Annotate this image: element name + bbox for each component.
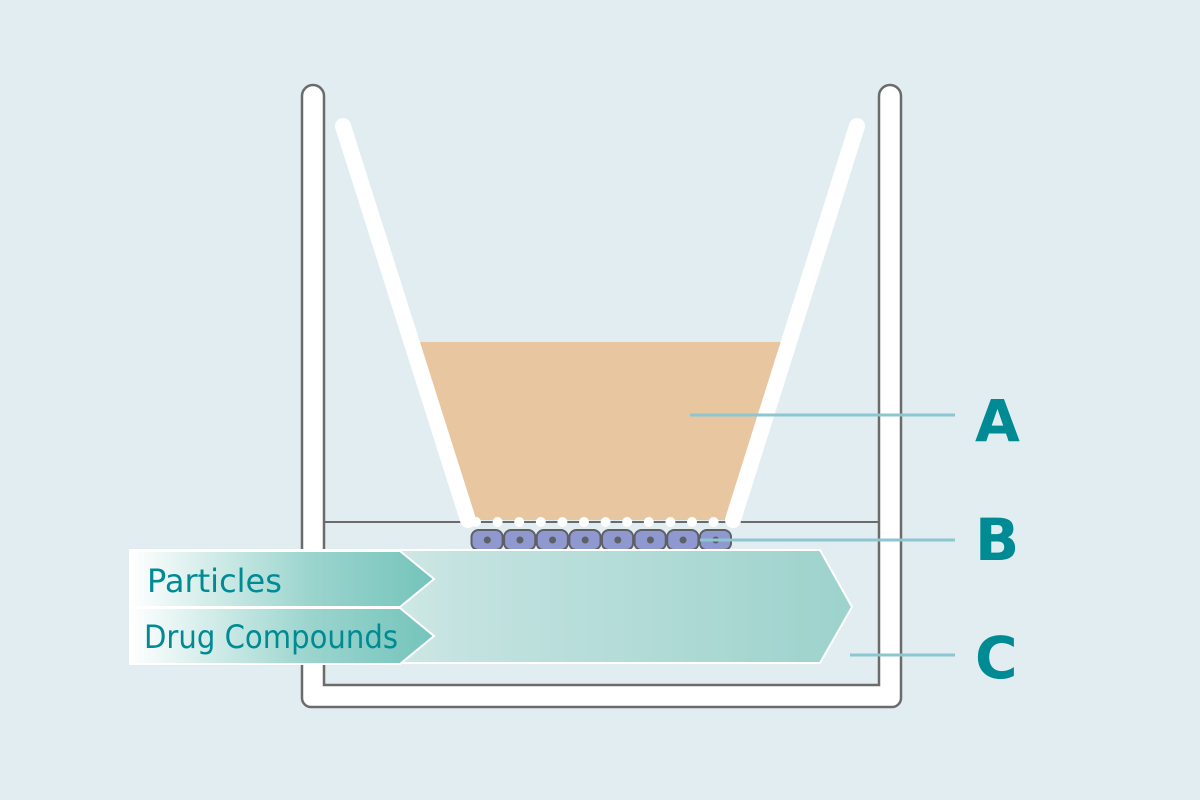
particles-arrow [129, 550, 436, 608]
cell-nucleus [679, 536, 687, 544]
membrane-pore [535, 517, 546, 527]
label-c: C [975, 624, 1018, 692]
drug-compounds-arrow [129, 607, 436, 665]
membrane-pore [579, 517, 589, 527]
cell-layer [470, 529, 732, 551]
cell-nucleus [549, 536, 557, 544]
membrane-pore [622, 517, 633, 527]
outer-well [300, 83, 903, 709]
membrane-pore [557, 517, 568, 527]
label-a: A [975, 387, 1020, 455]
membrane-pore [665, 517, 676, 527]
membrane-pore [514, 517, 525, 527]
membrane-pore [471, 517, 481, 527]
drug-compounds-label: Drug Compounds [144, 618, 398, 656]
label-b: B [975, 506, 1019, 574]
membrane-pore [643, 517, 654, 527]
cell-nucleus [581, 536, 589, 544]
membrane-pores [471, 517, 719, 527]
cell-nucleus [646, 536, 654, 544]
insert-wall-left [335, 118, 476, 528]
membrane-pore [600, 517, 611, 527]
membrane-pore [708, 517, 719, 527]
membrane-pore [492, 517, 503, 527]
insert-wall-right [725, 118, 865, 528]
cell-nucleus [614, 536, 622, 544]
particles-label: Particles [147, 562, 282, 600]
cell-nucleus [483, 536, 491, 544]
cell-nucleus [516, 536, 524, 544]
membrane-pore [687, 517, 697, 527]
apical-medium [420, 342, 782, 520]
